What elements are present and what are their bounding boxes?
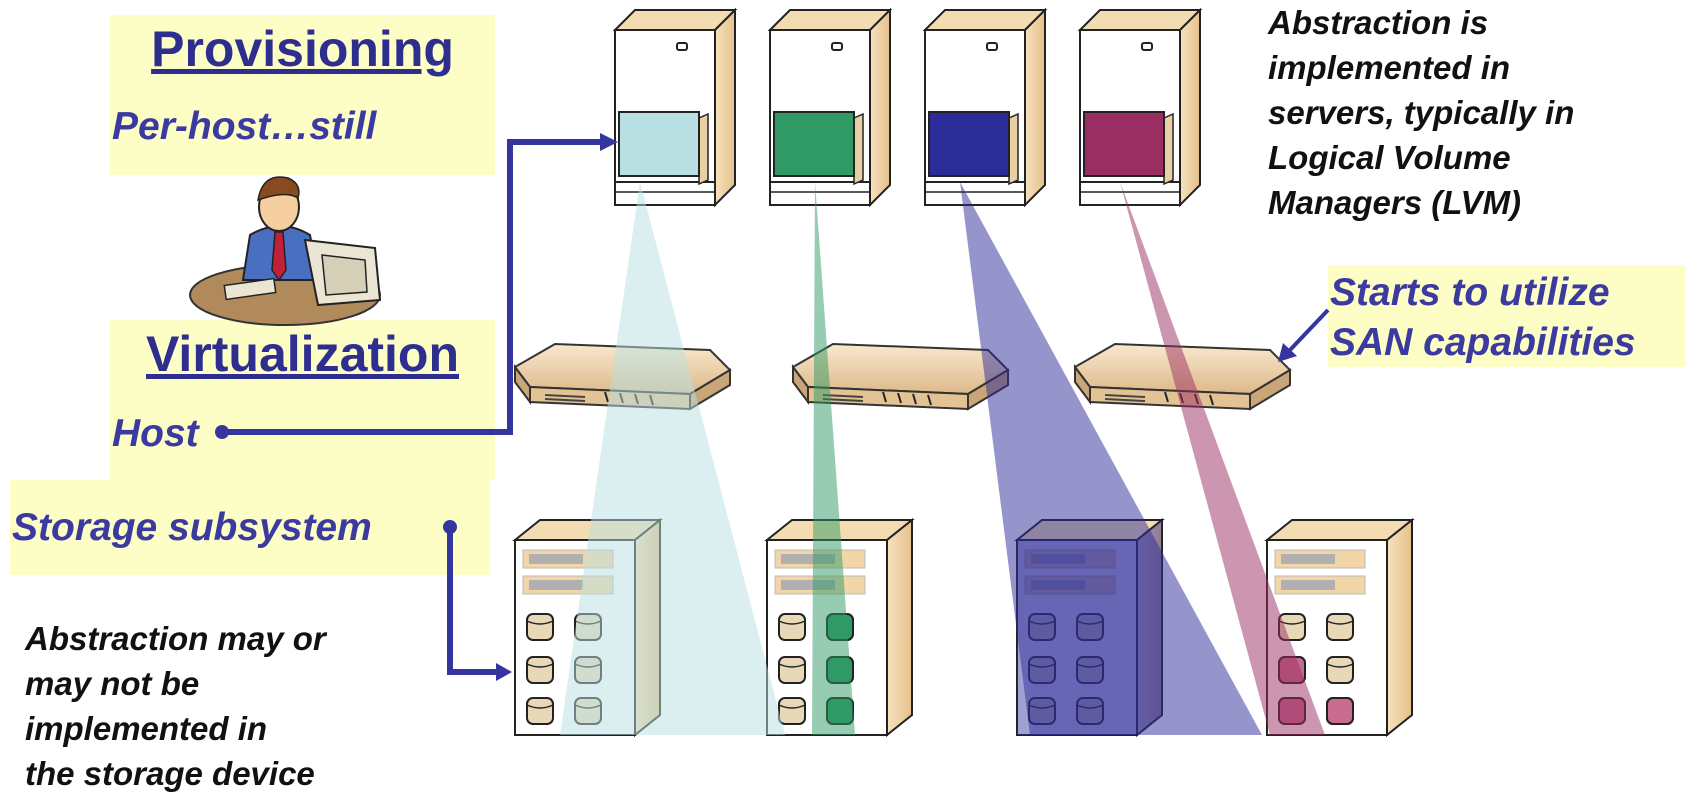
server-icon [924,9,1046,206]
storage-abstraction-note: Abstraction may or may not be implemente… [25,616,385,796]
host-virtualization-arrow [215,133,618,439]
virtualization-title: Virtualization [145,326,459,382]
note-line: Abstraction is [1268,4,1489,41]
note-line: Managers (LVM) [1268,184,1522,221]
volume-beam-light-blue [560,182,785,735]
host-label: Host [112,412,199,455]
provisioning-subtitle: Per-host…still [112,105,377,148]
server-icon [1079,9,1201,206]
san-callout-arrow [1278,308,1330,362]
storage-subsystem-box [10,480,490,575]
note-line: implemented in [1268,49,1511,86]
volume-beam-navy [960,182,1262,735]
volume-beam-maroon [1120,182,1325,735]
callout-line: SAN capabilities [1330,321,1636,364]
server-icon [614,9,736,206]
note-line: Logical Volume [1268,139,1511,176]
server-icon [769,9,891,206]
provisioning-title: Provisioning [151,21,454,77]
note-line: implemented in [25,710,268,747]
storage-subsystem-label: Storage subsystem [12,506,372,549]
san-callout-box [1328,265,1685,367]
virtualization-box [110,320,495,480]
storage-subsystem-arrow [443,520,512,681]
callout-line: Starts to utilize [1330,271,1610,314]
volume-beam-green [812,182,855,735]
note-line: may not be [25,665,200,702]
san-callout-text: Starts to utilize SAN capabilities [1330,268,1636,368]
person-at-computer-icon [189,176,382,326]
server-abstraction-note: Abstraction is implemented in servers, t… [1268,0,1678,225]
note-line: servers, typically in [1268,94,1575,131]
note-line: the storage device [25,755,315,792]
note-line: Abstraction may or [25,620,326,657]
provisioning-box [110,15,495,175]
